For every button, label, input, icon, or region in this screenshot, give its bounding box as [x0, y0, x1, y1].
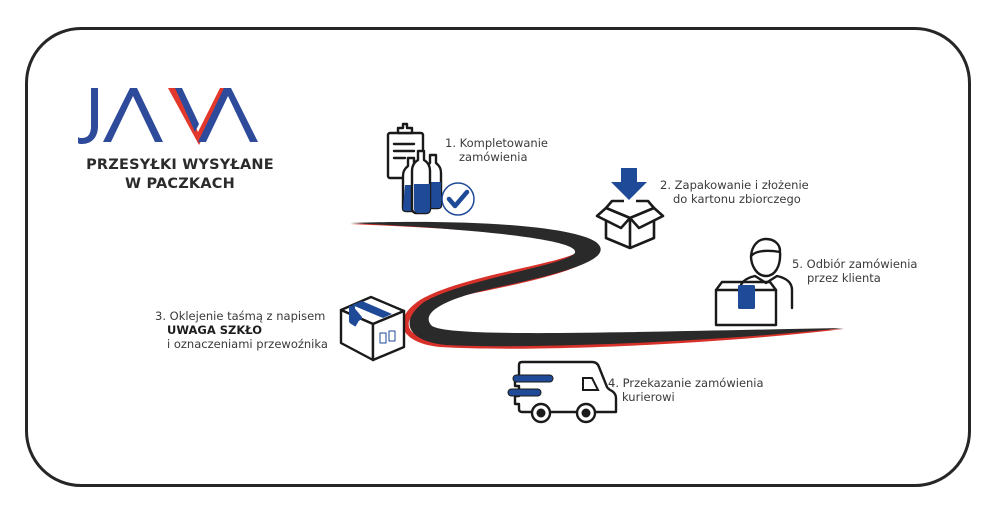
logo-letter-v-blue — [175, 88, 199, 132]
step-1-number: 1. — [445, 136, 456, 150]
step-1-label: 1. Kompletowanie zamówienia — [445, 136, 548, 164]
step-3-line-2-bold: UWAGA SZKŁO — [167, 323, 263, 337]
subtitle-line-1: PRZESYŁKI WYSYŁANE — [86, 157, 274, 173]
step-5-label: 5. Odbiór zamówienia przez klienta — [792, 257, 917, 285]
rounded-frame — [25, 27, 971, 487]
step-4-line-1: Przekazanie zamówienia — [622, 376, 764, 390]
road-surface — [350, 221, 844, 347]
step-4-line-2: kurierowi — [622, 390, 675, 404]
step-5-number: 5. — [792, 257, 803, 271]
step-5-line-1: Odbiór zamówienia — [806, 257, 918, 271]
step-3-number: 3. — [155, 309, 166, 323]
step-3-label: 3. Oklejenie taśmą z napisem UWAGA SZKŁO… — [155, 309, 328, 351]
logo-letter-j — [78, 88, 98, 144]
subtitle-line-2: W PACZKACH — [125, 176, 235, 192]
step-2-line-1: Zapakowanie i złożenie — [674, 178, 809, 192]
java-logo — [78, 88, 258, 145]
step-1-line-2: zamówienia — [459, 150, 528, 164]
step-1-line-1: Kompletowanie — [459, 136, 548, 150]
step-2-label: 2. Zapakowanie i złożenie do kartonu zbi… — [660, 178, 809, 206]
road — [350, 221, 844, 349]
clipboard-bottles-check-icon — [386, 122, 475, 216]
logo-subtitle: PRZESYŁKI WYSYŁANE W PACZKACH — [60, 156, 300, 194]
step-5-line-2: przez klienta — [807, 271, 881, 285]
delivery-van-icon — [507, 360, 618, 424]
step-2-line-2: do kartonu zbiorczego — [673, 192, 801, 206]
taped-box-icon — [339, 295, 406, 362]
step-4-label: 4. Przekazanie zamówienia kurierowi — [608, 376, 764, 404]
step-3-line-1: Oklejenie taśmą z napisem — [169, 309, 326, 323]
logo-letter-v-red — [168, 88, 228, 145]
logo-letter-a2 — [198, 88, 258, 142]
box-arrow-down-icon — [595, 168, 665, 250]
person-with-box-icon — [714, 237, 794, 327]
logo-letter-a1 — [103, 88, 163, 142]
step-2-number: 2. — [660, 178, 671, 192]
step-3-line-3: i oznaczeniami przewoźnika — [167, 337, 328, 351]
step-4-number: 4. — [608, 376, 619, 390]
